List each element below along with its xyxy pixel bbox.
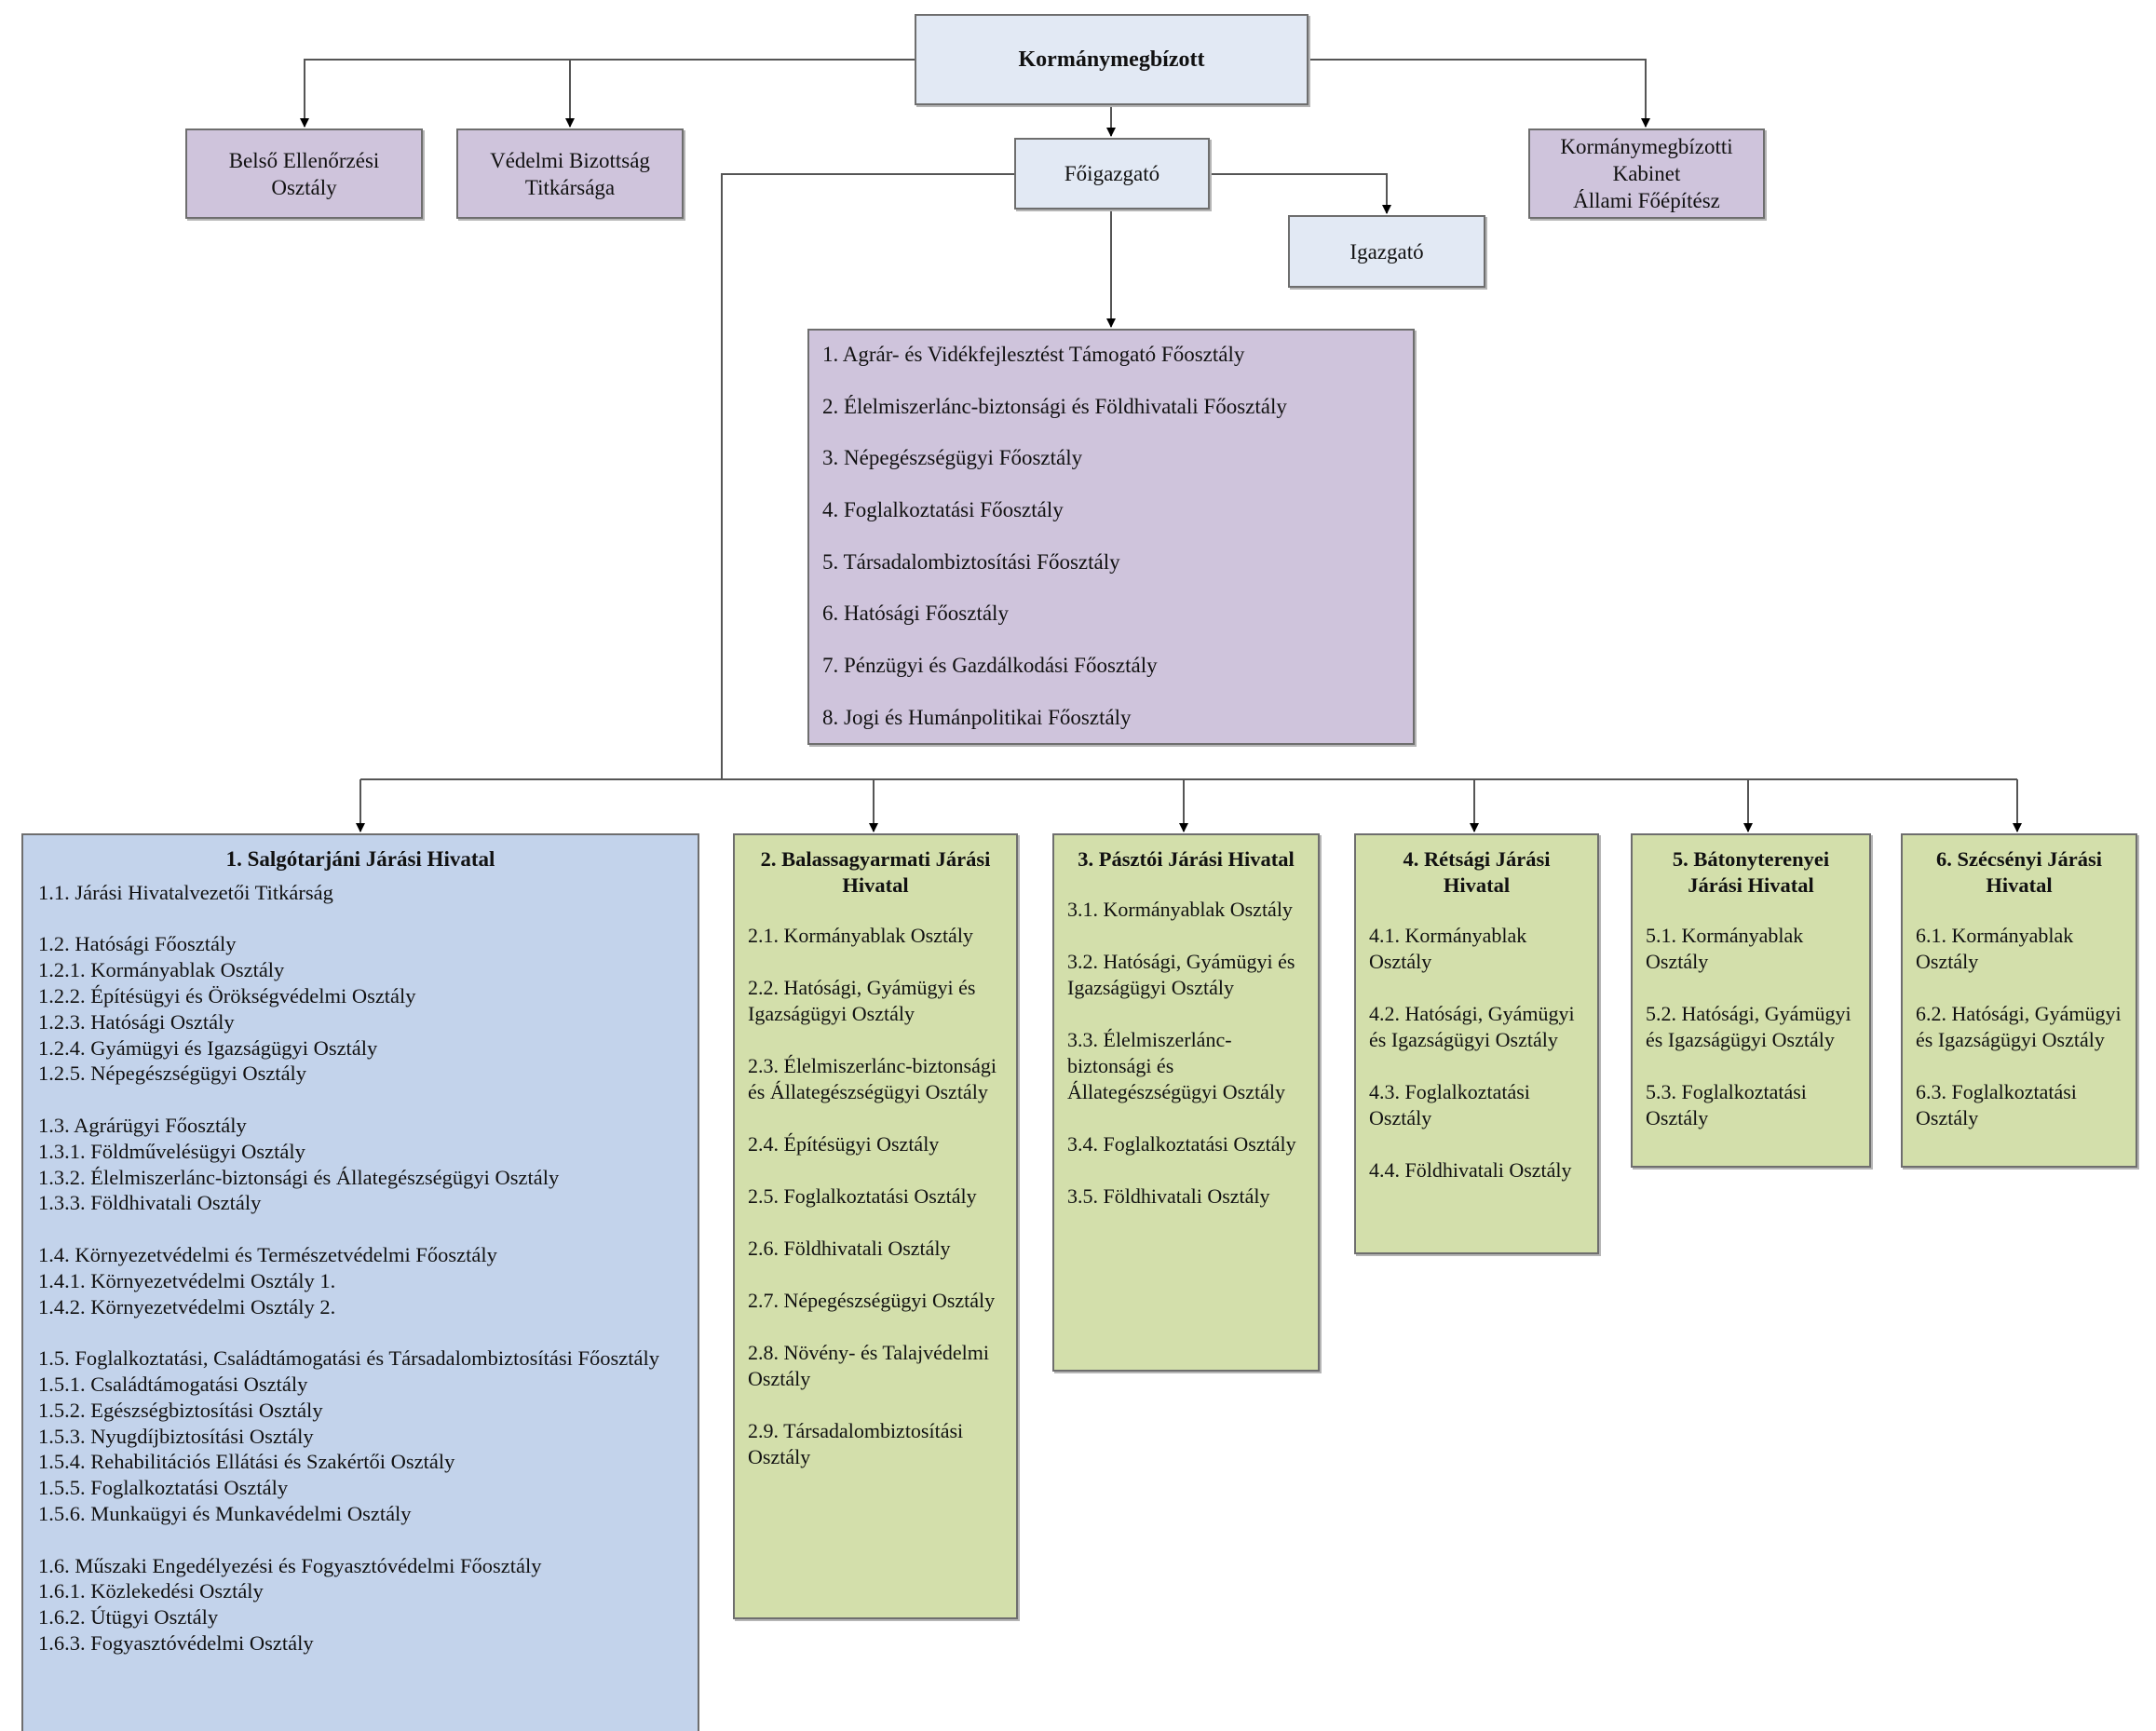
district-1-group-5: 1.5. Foglalkoztatási, Családtámogatási é… (38, 1346, 683, 1527)
district-1-group-1: 1.1. Járási Hivatalvezetői Titkárság (38, 880, 683, 906)
district-4-item: 4.1. Kormányablak Osztály (1369, 924, 1527, 973)
kabinet-box: Kormánymegbízotti Kabinet Állami Főépíté… (1528, 128, 1765, 219)
connector-foigazgato-to-igazgato (1210, 173, 1391, 214)
district-1-line: 1.5.4. Rehabilitációs Ellátási és Szakér… (38, 1450, 455, 1474)
main-department-item: 6. Hatósági Főosztály (822, 602, 1009, 626)
belso-ellenorzesi-box: Belső Ellenőrzési Osztály (185, 128, 423, 219)
district-1-line: 1.6. Műszaki Engedélyezési és Fogyasztóv… (38, 1553, 542, 1577)
district-1-line: 1.5.2. Egészségbiztosítási Osztály (38, 1398, 323, 1422)
district-1-line: 1.3. Agrárügyi Főosztály (38, 1113, 247, 1137)
district-4-item: 4.2. Hatósági, Gyámügyi és Igazságügyi O… (1369, 1002, 1575, 1051)
main-department-item: 1. Agrár- és Vidékfejlesztést Támogató F… (822, 343, 1245, 366)
district-5-title: 5. Bátonyterenyei Járási Hivatal (1672, 847, 1830, 897)
district-1-line: 1.3.1. Földművelésügyi Osztály (38, 1139, 305, 1163)
district-1-line: 1.3.3. Földhivatali Osztály (38, 1191, 262, 1215)
vedelmi-bizottsag-label: Védelmi Bizottság Titkársága (490, 148, 650, 199)
district-1-box: 1. Salgótarjáni Járási Hivatal 1.1. Járá… (21, 833, 699, 1731)
district-2-item: 2.3. Élelmiszerlánc-biztonsági és Állate… (748, 1054, 997, 1103)
district-3-item: 3.5. Földhivatali Osztály (1067, 1184, 1270, 1208)
kormanymegbizott-label: Kormánymegbízott (1018, 47, 1205, 72)
district-1-line: 1.1. Járási Hivatalvezetői Titkárság (38, 880, 333, 904)
district-1-group-4: 1.4. Környezetvédelmi és Természetvédelm… (38, 1242, 683, 1319)
belso-ellenorzesi-label: Belső Ellenőrzési Osztály (228, 148, 380, 199)
igazgato-label: Igazgató (1349, 239, 1424, 264)
district-6-item: 6.1. Kormányablak Osztály (1916, 924, 2074, 973)
foigazgato-box: Főigazgató (1014, 138, 1210, 210)
district-4-item: 4.4. Földhivatali Osztály (1369, 1158, 1572, 1182)
kormanymegbizott-box: Kormánymegbízott (915, 14, 1309, 105)
main-department-item: 2. Élelmiszerlánc-biztonsági és Földhiva… (822, 394, 1287, 418)
district-2-item: 2.6. Földhivatali Osztály (748, 1237, 951, 1260)
district-3-item: 3.4. Foglalkoztatási Osztály (1067, 1132, 1296, 1156)
district-1-line: 1.4. Környezetvédelmi és Természetvédelm… (38, 1242, 497, 1266)
kabinet-line2: Kabinet (1612, 162, 1681, 185)
district-6-title: 6. Szécsényi Járási Hivatal (1935, 847, 2103, 897)
district-4-item: 4.3. Foglalkoztatási Osztály (1369, 1080, 1530, 1129)
connector-foigazgato-to-districts (721, 173, 1014, 779)
district-1-group-2: 1.2. Hatósági Főosztály 1.2.1. Kormányab… (38, 931, 683, 1087)
main-department-item: 8. Jogi és Humánpolitikai Főosztály (822, 705, 1132, 729)
district-1-line: 1.5. Foglalkoztatási, Családtámogatási é… (38, 1346, 659, 1371)
district-3-item: 3.2. Hatósági, Gyámügyi és Igazságügyi O… (1067, 950, 1295, 999)
district-1-group-3: 1.3. Agrárügyi Főosztály 1.3.1. Földműve… (38, 1113, 683, 1216)
district-1-line: 1.5.3. Nyugdíjbiztosítási Osztály (38, 1424, 314, 1448)
district-2-item: 2.4. Építésügyi Osztály (748, 1132, 940, 1156)
main-department-item: 5. Társadalombiztosítási Főosztály (822, 549, 1120, 574)
main-department-item: 3. Népegészségügyi Főosztály (822, 446, 1083, 470)
district-2-title: 2. Balassagyarmati Járási Hivatal (760, 847, 991, 897)
vedelmi-bizottsag-box: Védelmi Bizottság Titkársága (456, 128, 684, 219)
district-3-item: 3.3. Élelmiszerlánc-biztonsági és Állate… (1067, 1028, 1285, 1103)
district-2-item: 2.7. Népegészségügyi Osztály (748, 1289, 996, 1312)
district-1-group-6: 1.6. Műszaki Engedélyezési és Fogyasztóv… (38, 1553, 683, 1657)
district-6-item: 6.2. Hatósági, Gyámügyi és Igazságügyi O… (1916, 1002, 2122, 1051)
district-1-line: 1.5.6. Munkaügyi és Munkavédelmi Osztály (38, 1501, 412, 1525)
connector-top-to-kabinet (1309, 59, 1650, 128)
district-1-title: 1. Salgótarjáni Járási Hivatal (225, 847, 495, 871)
district-1-line: 1.2.1. Kormányablak Osztály (38, 958, 285, 982)
main-department-item: 4. Foglalkoztatási Főosztály (822, 498, 1064, 522)
district-2-item: 2.5. Foglalkoztatási Osztály (748, 1184, 977, 1208)
district-3-box: 3. Pásztói Járási Hivatal 3.1. Kormányab… (1052, 833, 1320, 1372)
district-3-item: 3.1. Kormányablak Osztály (1067, 898, 1293, 921)
district-1-line: 1.3.2. Élelmiszerlánc-biztonsági és Álla… (38, 1165, 560, 1189)
district-1-line: 1.5.1. Családtámogatási Osztály (38, 1372, 308, 1396)
district-2-box: 2. Balassagyarmati Járási Hivatal 2.1. K… (733, 833, 1018, 1619)
district-2-item: 2.2. Hatósági, Gyámügyi és Igazságügyi O… (748, 976, 976, 1025)
district-5-item: 5.3. Foglalkoztatási Osztály (1646, 1080, 1807, 1129)
main-departments-box: 1. Agrár- és Vidékfejlesztést Támogató F… (807, 329, 1415, 745)
district-4-title: 4. Rétsági Járási Hivatal (1403, 847, 1551, 897)
kabinet-line1: Kormánymegbízotti (1560, 135, 1733, 158)
district-2-item: 2.8. Növény- és Talajvédelmi Osztály (748, 1341, 989, 1390)
district-1-line: 1.2. Hatósági Főosztály (38, 932, 237, 956)
district-1-line: 1.6.3. Fogyasztóvédelmi Osztály (38, 1630, 314, 1655)
district-1-line: 1.2.5. Népegészségügyi Osztály (38, 1062, 307, 1086)
kabinet-line3: Állami Főépítész (1573, 189, 1720, 212)
district-6-item: 6.3. Foglalkoztatási Osztály (1916, 1080, 2077, 1129)
district-1-line: 1.5.5. Foglalkoztatási Osztály (38, 1476, 289, 1500)
district-1-line: 1.2.4. Gyámügyi és Igazságügyi Osztály (38, 1035, 378, 1060)
main-department-item: 7. Pénzügyi és Gazdálkodási Főosztály (822, 654, 1158, 678)
district-6-box: 6. Szécsényi Járási Hivatal 6.1. Kormány… (1901, 833, 2137, 1168)
district-5-box: 5. Bátonyterenyei Járási Hivatal 5.1. Ko… (1631, 833, 1871, 1168)
district-5-item: 5.2. Hatósági, Gyámügyi és Igazságügyi O… (1646, 1002, 1851, 1051)
district-1-line: 1.6.2. Útügyi Osztály (38, 1605, 219, 1630)
district-1-line: 1.2.2. Építésügyi és Örökségvédelmi Oszt… (38, 983, 416, 1007)
district-1-line: 1.4.2. Környezetvédelmi Osztály 2. (38, 1294, 336, 1319)
district-2-item: 2.9. Társadalombiztosítási Osztály (748, 1419, 964, 1468)
district-3-title: 3. Pásztói Járási Hivatal (1078, 847, 1295, 871)
connector-top-to-belso (300, 59, 915, 128)
foigazgato-label: Főigazgató (1064, 162, 1160, 185)
district-1-line: 1.4.1. Környezetvédelmi Osztály 1. (38, 1268, 336, 1292)
igazgato-box: Igazgató (1288, 215, 1485, 288)
district-2-item: 2.1. Kormányablak Osztály (748, 924, 973, 947)
district-5-item: 5.1. Kormányablak Osztály (1646, 924, 1804, 973)
district-4-box: 4. Rétsági Járási Hivatal 4.1. Kormányab… (1354, 833, 1599, 1254)
district-1-line: 1.2.3. Hatósági Osztály (38, 1009, 235, 1034)
district-1-line: 1.6.1. Közlekedési Osztály (38, 1579, 264, 1603)
